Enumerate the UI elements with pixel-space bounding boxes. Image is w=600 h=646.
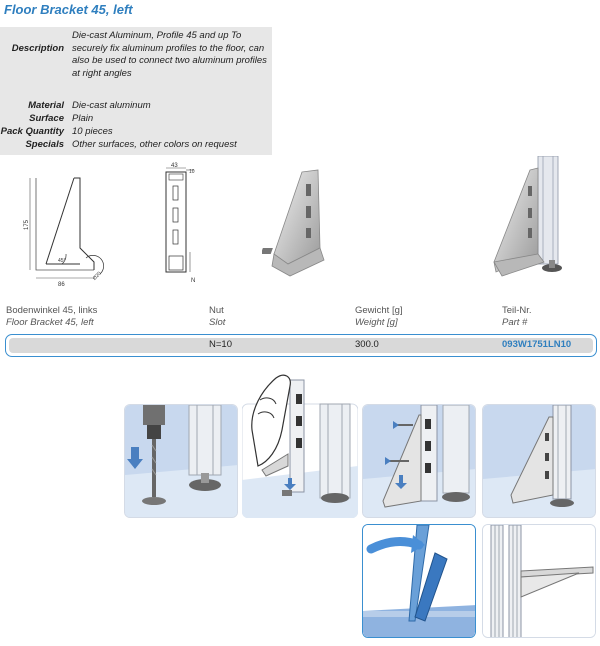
spec-value: Plain xyxy=(72,113,94,124)
product-photo xyxy=(262,169,325,277)
dim-hole: Ø20 xyxy=(92,271,103,282)
step-assembled-panel xyxy=(482,404,596,518)
table-row-fill xyxy=(9,338,593,353)
step-screw-panel xyxy=(362,404,476,518)
application-photo xyxy=(493,156,562,277)
cell-part-number[interactable]: 093W1751LN10 xyxy=(502,339,572,350)
col-header-slot: Nut Slot xyxy=(209,305,225,329)
spec-label: Specials xyxy=(25,139,64,150)
spec-value: Other surfaces, other colors on request xyxy=(72,139,237,150)
dim-height: 175 xyxy=(24,219,30,230)
dim-width: 86 xyxy=(58,282,65,288)
spec-label: Material xyxy=(28,100,64,111)
col-header-de: Nut xyxy=(209,305,224,316)
spec-panel: Description Die-cast Aluminum, Profile 4… xyxy=(0,27,272,155)
col-header-en: Slot xyxy=(209,317,226,328)
spec-value: Die-cast Aluminum, Profile 45 and up To … xyxy=(72,30,267,79)
col-header-weight: Gewicht [g] Weight [g] xyxy=(355,305,403,329)
dim-slot: N xyxy=(191,278,195,284)
step-insert-panel xyxy=(242,370,358,518)
step-tool-detail-panel xyxy=(362,524,476,638)
step-drill-panel xyxy=(124,404,238,518)
spec-label: Pack Quantity xyxy=(0,126,64,137)
col-header-de: Gewicht [g] xyxy=(355,305,403,316)
col-header-de: Bodenwinkel 45, links xyxy=(6,305,98,316)
col-header-de: Teil-Nr. xyxy=(502,305,532,316)
col-header-part: Teil-Nr. Part # xyxy=(502,305,532,329)
table-row[interactable] xyxy=(5,334,597,357)
step-shelf-panel xyxy=(482,524,596,638)
col-header-product: Bodenwinkel 45, links Floor Bracket 45, … xyxy=(6,305,97,329)
front-view-drawing: 43 10 N xyxy=(165,163,195,284)
col-header-en: Weight [g] xyxy=(355,317,398,328)
dim-angle: 45° xyxy=(58,258,66,264)
side-view-drawing: 175 86 45° Ø20 xyxy=(24,177,104,288)
cell-slot: N=10 xyxy=(209,339,232,350)
col-header-en: Floor Bracket 45, left xyxy=(6,317,94,328)
cell-weight: 300.0 xyxy=(355,339,379,350)
spec-value: Die-cast aluminum xyxy=(72,100,151,111)
spec-label: Description xyxy=(11,43,64,54)
spec-value: 10 pieces xyxy=(72,126,113,137)
dim-top: 43 xyxy=(171,163,178,169)
product-title: Floor Bracket 45, left xyxy=(4,2,133,17)
col-header-en: Part # xyxy=(502,317,528,328)
spec-row-description: Description Die-cast Aluminum, Profile 4… xyxy=(0,30,272,86)
dim-side: 10 xyxy=(189,169,195,175)
spec-label: Surface xyxy=(29,113,64,124)
